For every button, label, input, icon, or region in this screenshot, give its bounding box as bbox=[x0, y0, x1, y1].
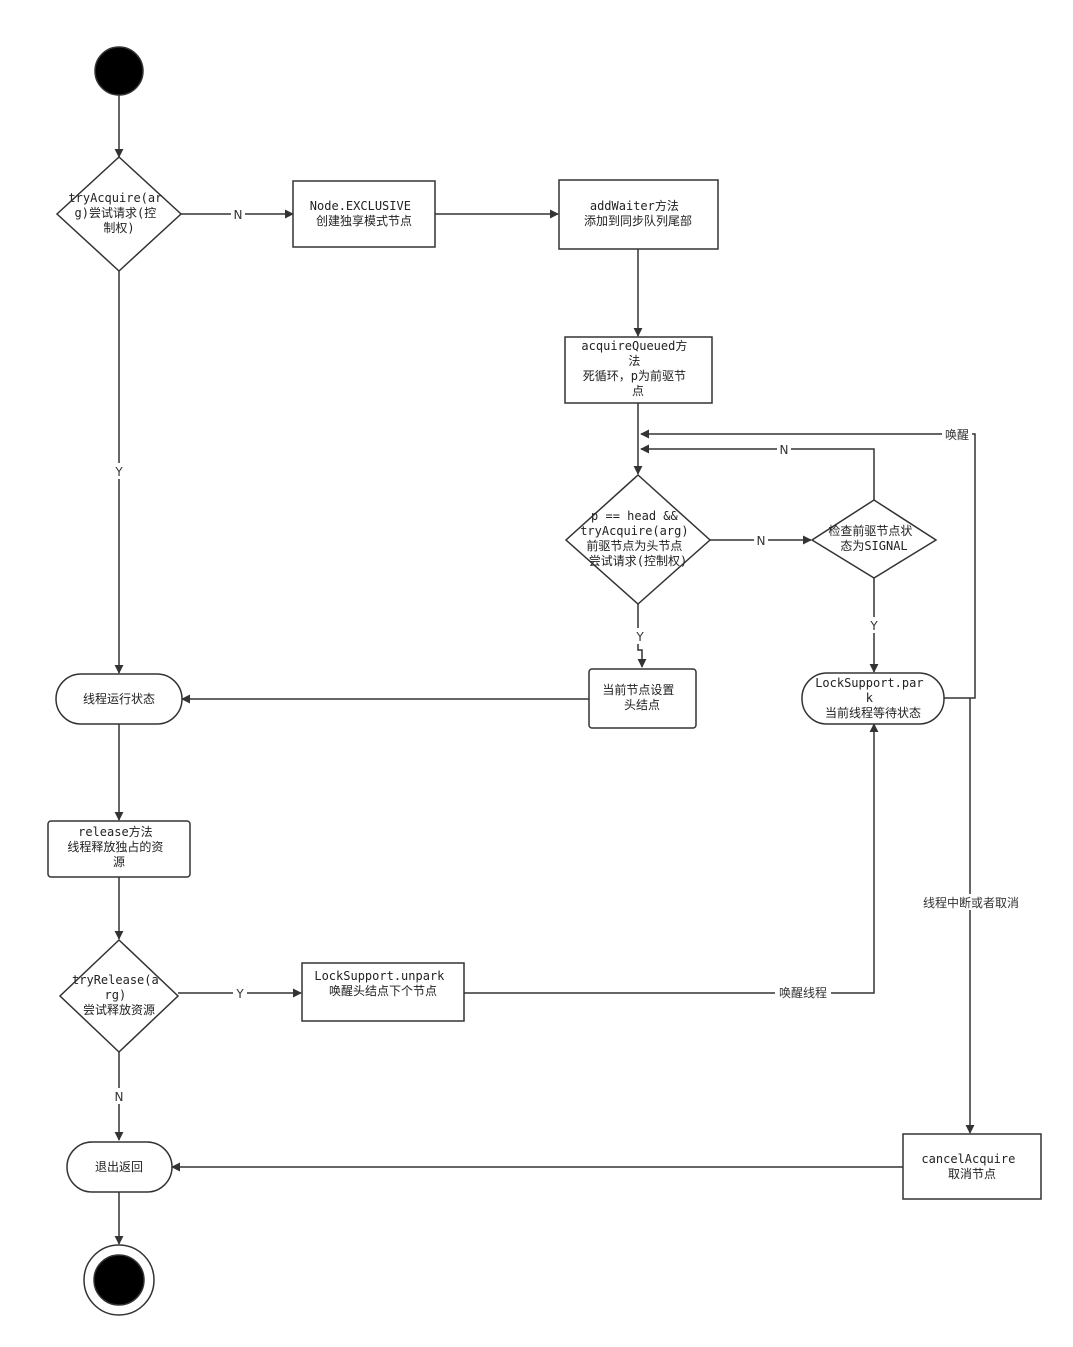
node-exclusive-text: Node.EXCLUSIVE 创建独享模式节点 bbox=[310, 199, 418, 228]
edge-unpark-to-park bbox=[464, 723, 879, 994]
unpark-text: LockSupport.unpark 唤醒头结点下个节点 bbox=[314, 969, 451, 998]
edge-park-wake-loop bbox=[640, 429, 976, 699]
tryacquire-text: tryAcquire(ar g)尝试请求(控 制权) bbox=[68, 191, 169, 235]
check-signal-diamond bbox=[810, 499, 938, 579]
running-box bbox=[55, 673, 183, 725]
unpark-box bbox=[301, 962, 465, 1022]
tryrelease-text: tryRelease(a rg) 尝试释放资源 bbox=[72, 973, 166, 1017]
label-y3: Y bbox=[869, 619, 878, 633]
exit-box bbox=[66, 1141, 173, 1193]
label-wake-loop: 唤醒 bbox=[945, 428, 969, 442]
end-node-inner bbox=[93, 1254, 145, 1306]
label-n-release: N bbox=[115, 1090, 124, 1104]
p-head-diamond bbox=[564, 473, 712, 606]
tryrelease-diamond bbox=[58, 938, 180, 1054]
addwaiter-box bbox=[558, 179, 719, 250]
label-y1: Y bbox=[114, 465, 123, 479]
exit-text: 退出返回 bbox=[95, 1160, 143, 1174]
addwaiter-text: addWaiter方法 添加到同步队列尾部 bbox=[584, 198, 692, 228]
label-n2: N bbox=[757, 534, 766, 548]
p-head-text: p == head && tryAcquire(arg) 前驱节点为头节点 尝试… bbox=[580, 509, 696, 568]
release-text: release方法 线程释放独占的资 源 bbox=[67, 824, 170, 869]
start-node bbox=[94, 46, 144, 96]
label-wake-thread: 唤醒线程 bbox=[779, 985, 827, 1000]
label-y-release: Y bbox=[235, 987, 244, 1001]
set-head-text: 当前节点设置 头结点 bbox=[602, 682, 681, 712]
check-signal-text: 检查前驱节点状 态为SIGNAL bbox=[828, 523, 919, 553]
acquirequeued-box bbox=[564, 336, 713, 404]
park-box bbox=[801, 672, 945, 725]
running-text: 线程运行状态 bbox=[83, 691, 155, 706]
cancel-text: cancelAcquire 取消节点 bbox=[921, 1152, 1022, 1181]
node-exclusive-box bbox=[292, 180, 436, 248]
release-box bbox=[47, 820, 191, 878]
tryacquire-diamond bbox=[55, 155, 183, 273]
cancel-box bbox=[902, 1133, 1042, 1200]
edge-phead-to-sethead bbox=[637, 604, 647, 668]
label-y2: Y bbox=[635, 630, 644, 644]
set-head-box bbox=[588, 668, 697, 729]
park-text: LockSupport.par k 当前线程等待状态 bbox=[815, 676, 931, 720]
label-n1: N bbox=[234, 208, 243, 222]
edge-check-loop-back bbox=[640, 444, 875, 500]
label-n-loop: N bbox=[780, 443, 789, 457]
acquirequeued-text: acquireQueued方 法 死循环，p为前驱节 点 bbox=[581, 338, 694, 398]
label-interrupt: 线程中断或者取消 bbox=[923, 895, 1019, 910]
